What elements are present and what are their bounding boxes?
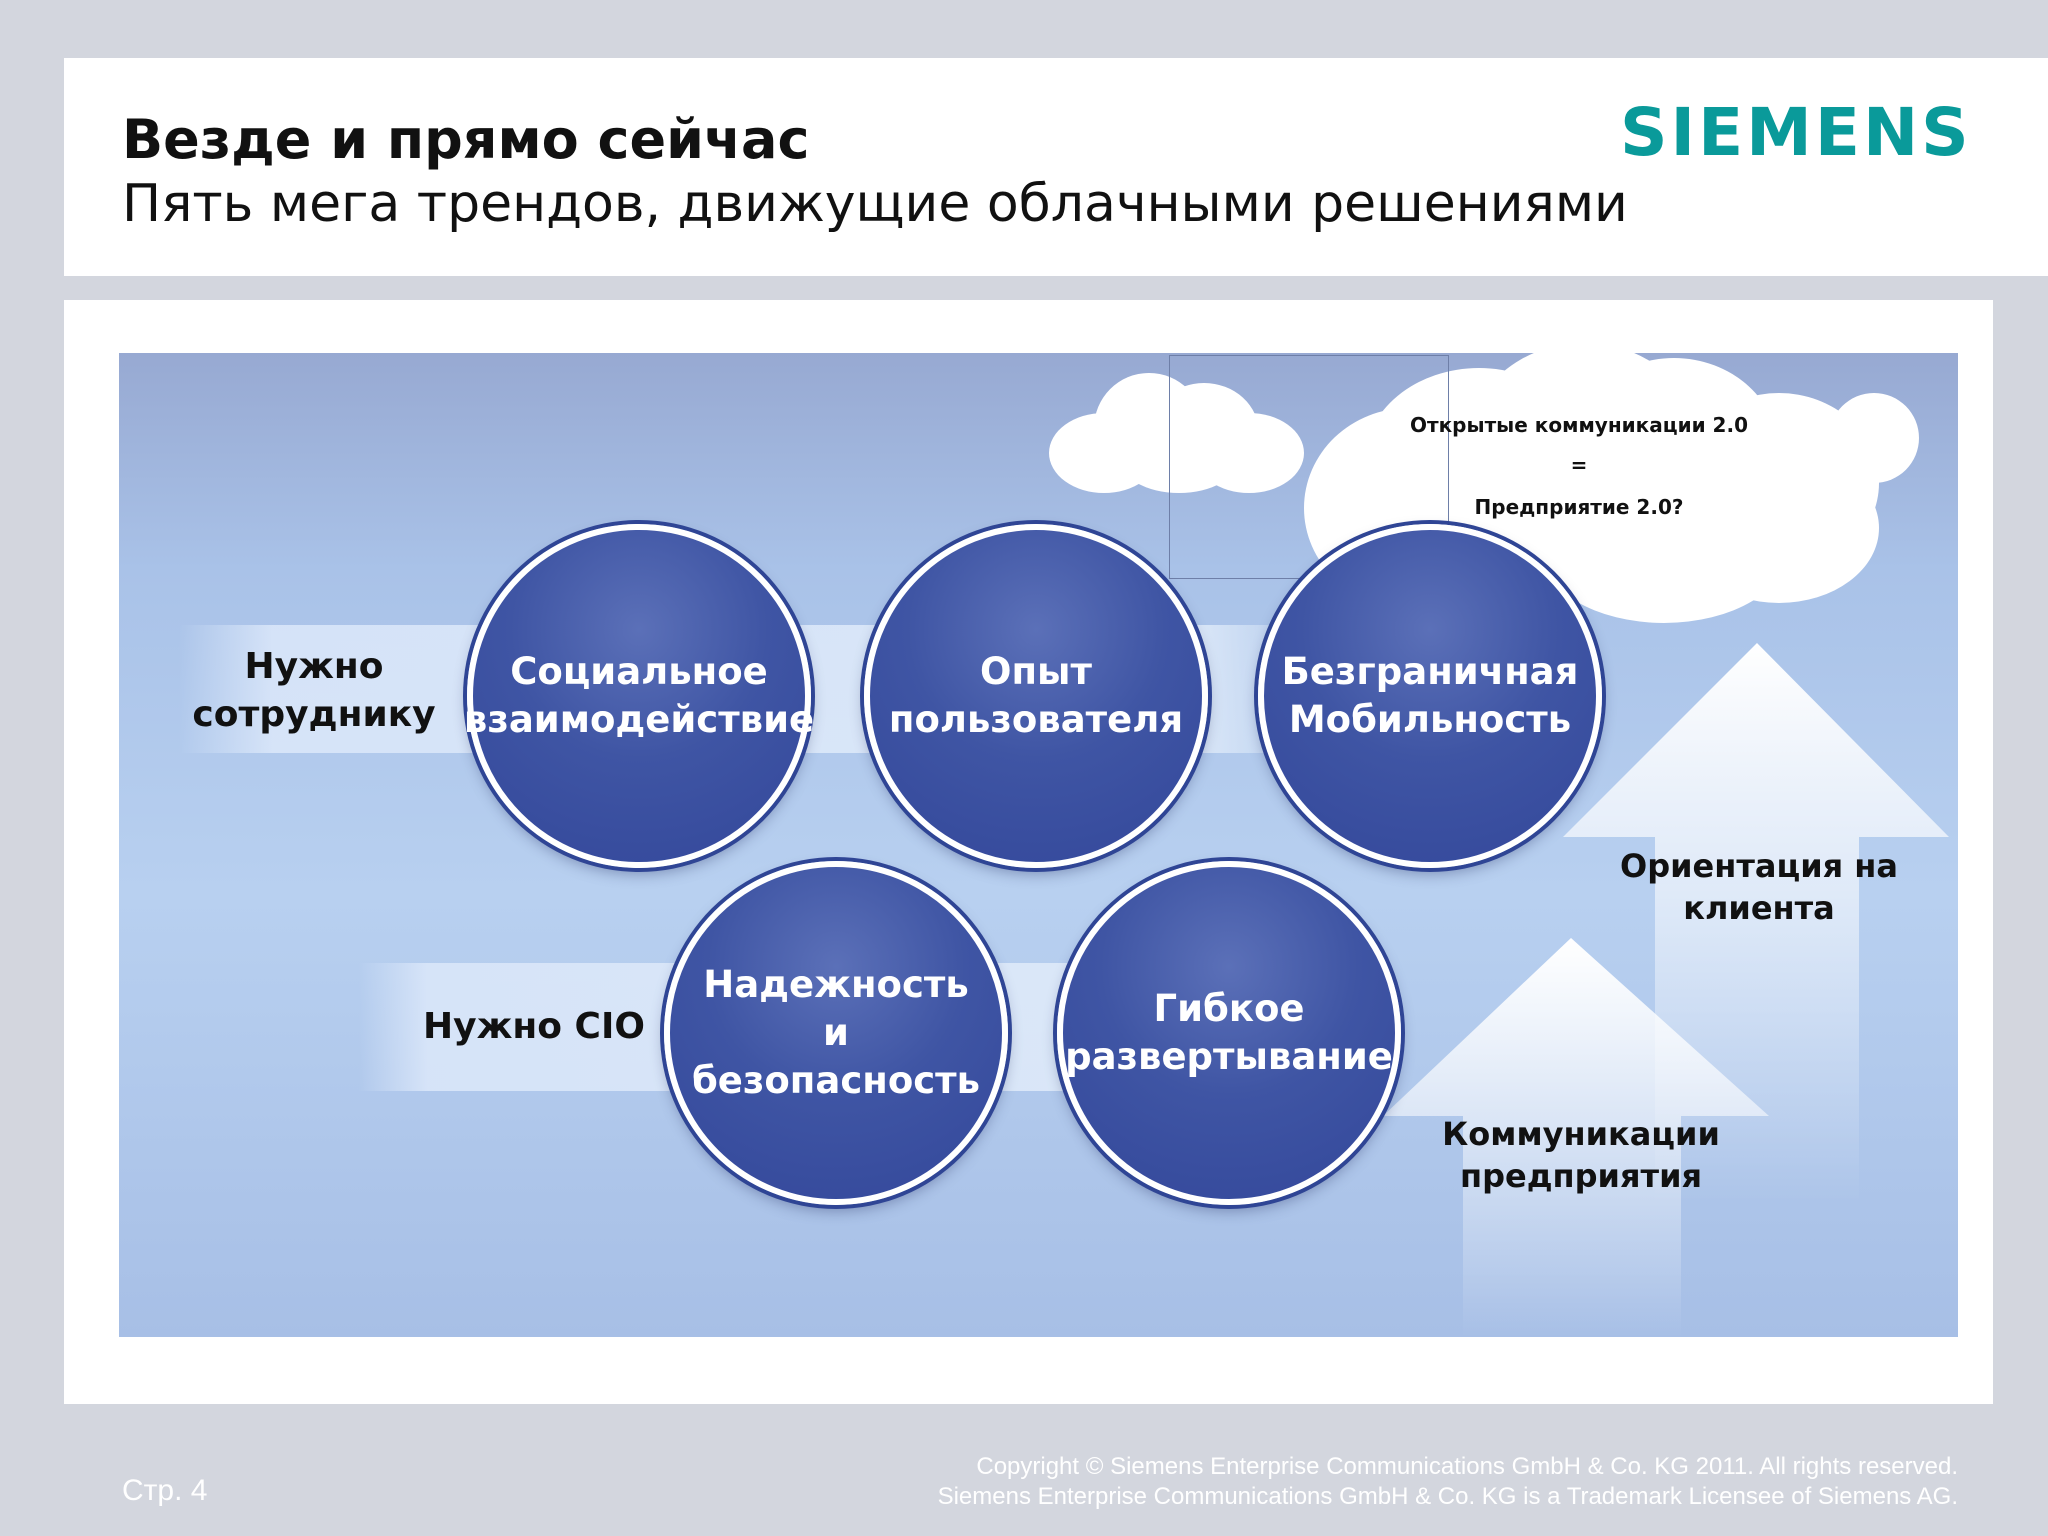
copyright: Copyright © Siemens Enterprise Communica…	[938, 1452, 1958, 1512]
employee-need-label: Нужно сотруднику	[192, 646, 436, 735]
copyright-line2: Siemens Enterprise Communications GmbH &…	[937, 1483, 1958, 1510]
slide-title: Везде и прямо сейчас	[122, 108, 810, 171]
trend-circle-mobility: Безграничная Мобильность	[1258, 524, 1602, 868]
siemens-logo: SIEMENS	[1620, 94, 1972, 171]
customer-orientation-label: Ориентация на клиента	[1619, 847, 1898, 927]
page-number: Стр. 4	[122, 1474, 208, 1507]
cio-need-label: Нужно CIO	[423, 1006, 645, 1047]
content-panel: Открытые коммуникации 2.0 = Предприятие …	[64, 300, 1993, 1404]
cloud-text-line1: Открытые коммуникации 2.0	[1410, 413, 1748, 437]
trend-circle-security: Надежность и безопасность	[664, 861, 1008, 1205]
copyright-line1: Copyright © Siemens Enterprise Communica…	[976, 1453, 1958, 1480]
trend-circle-flexible-deployment: Гибкое развертывание	[1057, 861, 1401, 1205]
enterprise-communications-label: Коммуникации предприятия	[1442, 1115, 1720, 1195]
trend-circle-social: Социальное взаимодействие	[464, 524, 814, 868]
cloud-text-line3: Предприятие 2.0?	[1474, 495, 1684, 519]
trends-diagram: Открытые коммуникации 2.0 = Предприятие …	[119, 353, 1958, 1337]
slide-header: Везде и прямо сейчас Пять мега трендов, …	[64, 58, 2048, 276]
slide-subtitle: Пять мега трендов, движущие облачными ре…	[122, 174, 1628, 234]
trend-circle-user-experience: Опыт пользователя	[864, 524, 1208, 868]
cloud-text-line2: =	[1570, 453, 1588, 477]
enterprise-arrow	[1381, 938, 1781, 1337]
